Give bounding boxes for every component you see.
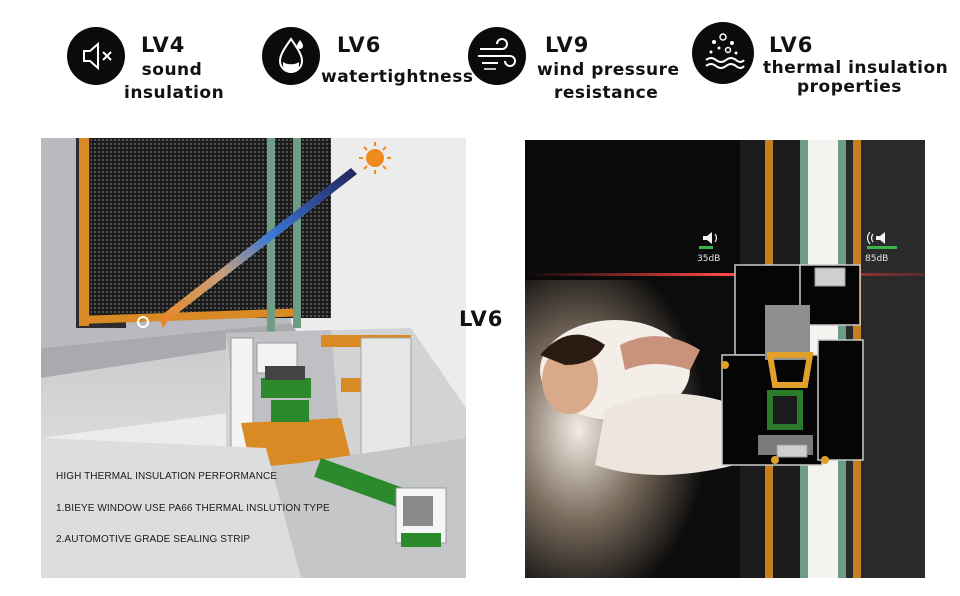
outdoor-db-label: 85dB [865, 254, 889, 264]
sleeping-woman-profile-image: 35dB 85dB [525, 140, 925, 578]
window-profile-cross-section-image: HIGH THERMAL INSULATION PERFORMANCE 1.BI… [41, 138, 466, 578]
badge-desc-line2: properties [797, 77, 902, 97]
caption-line-1: 1.BIEYE WINDOW USE PA66 THERMAL INSLUTIO… [56, 503, 330, 514]
indoor-db-label: 35dB [697, 254, 721, 264]
caption-line-2: 2.AUTOMOTIVE GRADE SEALING STRIP [56, 534, 251, 545]
badge-level: LV6 [337, 33, 382, 57]
snowflake-icon [137, 316, 149, 328]
badge-desc-line2: insulation [124, 83, 225, 103]
speaker-mute-icon [67, 27, 125, 85]
speaker-low-icon [703, 232, 718, 244]
caption-title: HIGH THERMAL INSULATION PERFORMANCE [56, 471, 278, 482]
badge-desc-line1: thermal insulation [763, 58, 949, 78]
badge-level: LV9 [545, 33, 590, 57]
badge-desc-line1: watertightness [321, 67, 474, 87]
speaker-high-icon [866, 231, 885, 245]
wind-icon [468, 27, 526, 85]
sun-icon [359, 142, 391, 174]
badge-desc-line1: wind pressure [537, 60, 680, 80]
badge-desc-line2: resistance [554, 83, 659, 103]
badge-desc-line1: sound [141, 60, 203, 80]
badge-level: LV6 [769, 33, 814, 57]
badge-level: LV4 [141, 33, 186, 57]
center-level-label: LV6 [459, 307, 504, 331]
thermal-particles-icon [692, 22, 754, 84]
water-drop-icon [262, 27, 320, 85]
